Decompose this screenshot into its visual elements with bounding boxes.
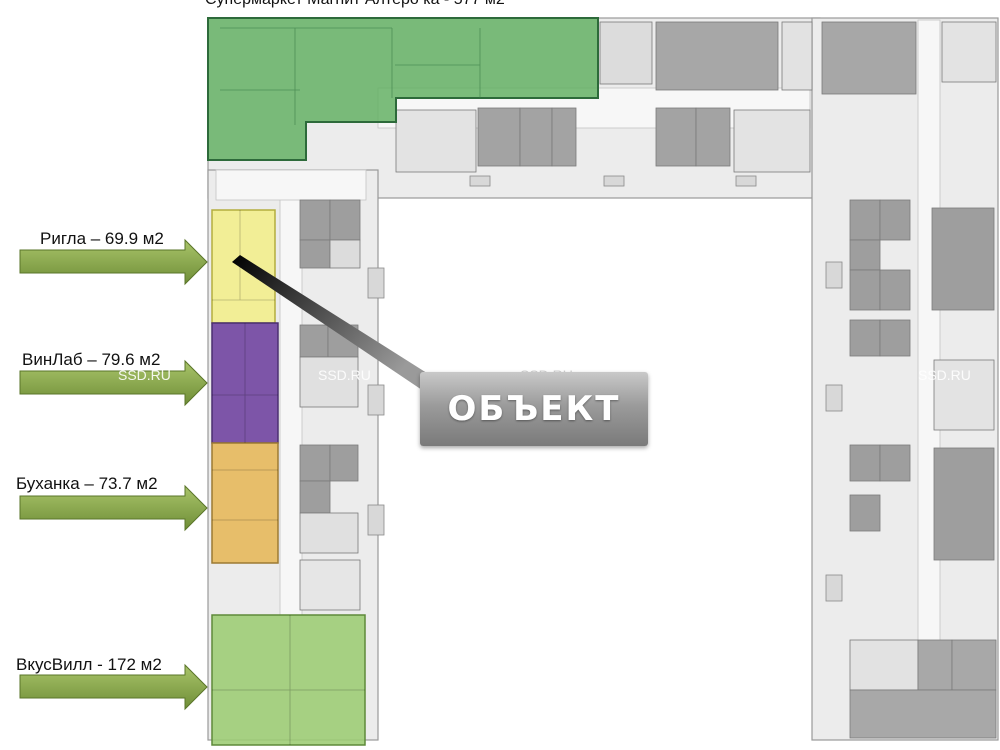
top-wing-rooms bbox=[395, 21, 997, 173]
left-wing-rooms bbox=[299, 199, 361, 611]
tenant-arrows bbox=[19, 238, 208, 711]
arrow-bukhanka bbox=[19, 484, 208, 532]
object-pointer bbox=[232, 255, 430, 392]
arrow-rigla bbox=[19, 238, 208, 286]
object-badge: ОБЪЕКТ bbox=[420, 372, 648, 446]
label-vkusvill: ВкусВилл - 172 м2 bbox=[16, 655, 162, 674]
supermarket-label: Супермаркет Магнит Алтеро ка - 577 м2 bbox=[205, 0, 505, 9]
arrow-vinlab bbox=[19, 359, 208, 407]
zone-bukhanka bbox=[211, 442, 279, 564]
supermarket-zone bbox=[207, 17, 599, 161]
watermark-right: SSD.RU bbox=[918, 367, 971, 383]
label-vinlab: ВинЛаб – 79.6 м2 bbox=[22, 350, 161, 369]
zone-vkusvill bbox=[211, 614, 366, 746]
label-rigla: Ригла – 69.9 м2 bbox=[40, 229, 164, 248]
right-wing-rooms bbox=[849, 199, 997, 739]
zone-vinlab bbox=[211, 322, 279, 444]
watermark-left-mid: SSD.RU bbox=[318, 367, 371, 383]
zone-inner-lines bbox=[212, 210, 365, 745]
arrow-vkusvill bbox=[19, 663, 208, 711]
watermark-left: SSD.RU bbox=[118, 367, 171, 383]
wall-details bbox=[367, 175, 843, 602]
object-label: ОБЪЕКТ bbox=[447, 389, 621, 429]
label-bukhanka: Буханка – 73.7 м2 bbox=[16, 474, 158, 493]
